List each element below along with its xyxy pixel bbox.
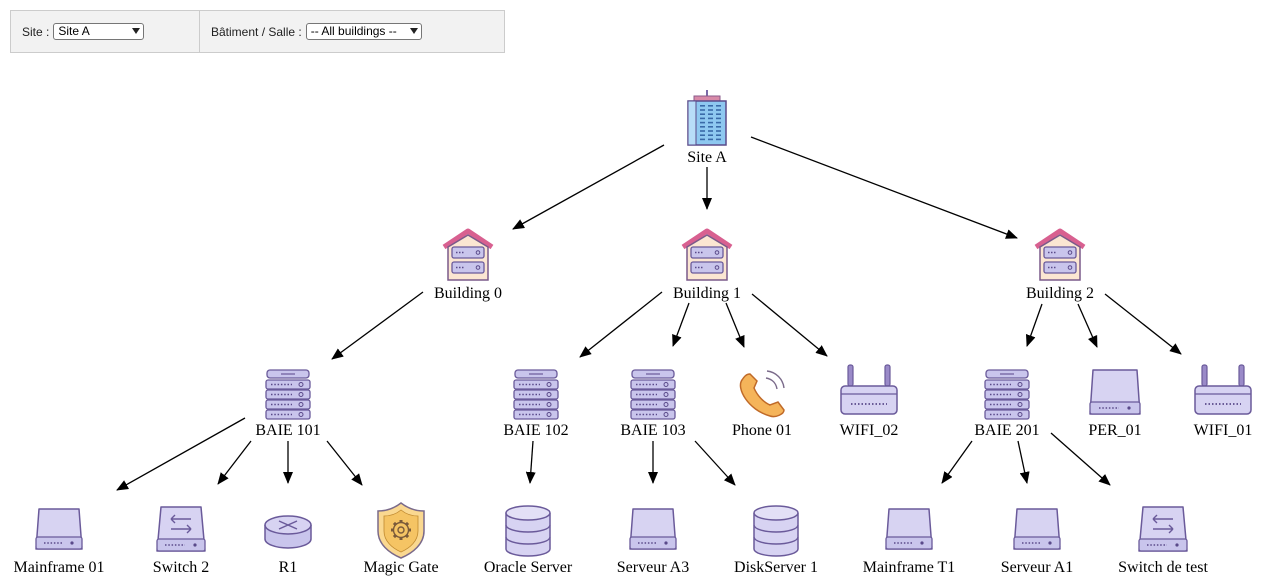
node-baie-101[interactable]: BAIE 101 [255,369,321,439]
node-switch-2[interactable]: Switch 2 [153,506,209,576]
building-filter: Bâtiment / Salle : -- All buildings -- [200,11,422,52]
node-label: Serveur A1 [1001,559,1073,576]
server-rack-icon [513,369,559,420]
node-label: BAIE 103 [620,422,685,439]
edge-building-2-to-per-01 [1077,303,1098,348]
mainframe-icon [885,508,933,550]
node-building-0[interactable]: Building 0 [434,228,502,302]
filter-bar: Site : Site A Bâtiment / Salle : -- All … [10,10,505,53]
edge-baie-101-to-magic-gate [326,440,363,486]
site-filter: Site : Site A [11,11,200,52]
wifi-router-icon [840,364,898,415]
site-select[interactable]: Site A [53,23,145,40]
server-rack-icon [984,369,1030,420]
edge-building-0-to-baie-101 [331,291,424,360]
edge-baie-201-to-mainframe-t1 [941,440,973,484]
edge-baie-201-to-switch-de-test [1050,432,1111,486]
node-wifi-02[interactable]: WIFI_02 [840,364,899,439]
server-house-icon [681,228,733,281]
edge-building-1-to-baie-103 [672,302,690,347]
network-switch-icon [1138,506,1188,552]
node-serveur-a1[interactable]: Serveur A1 [1001,508,1073,576]
node-switch-de-test[interactable]: Switch de test [1118,506,1208,576]
building-select[interactable]: -- All buildings -- [305,23,422,40]
graph-nodes: Site A Building 0 Building 1 Building 2 BAIE… [13,90,1252,576]
mainframe-icon [1013,508,1061,550]
edge-site-a-to-building-0 [512,144,665,230]
mainframe-icon [35,508,83,550]
edge-building-2-to-baie-201 [1025,303,1043,347]
node-magic-gate[interactable]: Magic Gate [363,502,439,576]
database-icon [505,505,551,557]
edge-building-1-to-wifi-02 [751,293,828,357]
node-label: Building 1 [673,285,741,302]
office-building-icon [687,90,727,146]
node-label: Serveur A3 [617,559,689,576]
node-label: WIFI_01 [1194,422,1253,439]
node-mainframe-01[interactable]: Mainframe 01 [13,508,105,576]
node-label: Building 2 [1026,285,1094,302]
node-baie-102[interactable]: BAIE 102 [503,369,569,439]
node-oracle-server[interactable]: Oracle Server [484,505,573,576]
node-serveur-a3[interactable]: Serveur A3 [617,508,689,576]
node-label: Switch de test [1118,559,1208,576]
node-label: Oracle Server [484,559,573,576]
edge-baie-102-to-oracle-server [525,440,536,484]
node-label: Mainframe 01 [13,559,104,576]
node-label: WIFI_02 [840,422,899,439]
mainframe-icon [629,508,677,550]
node-label: Magic Gate [363,559,438,576]
server-house-icon [442,228,494,281]
phone-icon [739,370,785,418]
node-label: Switch 2 [153,559,209,576]
node-label: Mainframe T1 [863,559,956,576]
server-house-icon [1034,228,1086,281]
edge-building-1-to-baie-102 [579,291,663,358]
node-mainframe-t1[interactable]: Mainframe T1 [863,508,956,576]
node-label: Site A [687,149,727,166]
database-icon [753,505,799,557]
node-baie-201[interactable]: BAIE 201 [974,369,1040,439]
server-rack-icon [265,369,311,420]
node-wifi-01[interactable]: WIFI_01 [1194,364,1253,439]
node-building-1[interactable]: Building 1 [673,228,741,302]
node-label: Building 0 [434,285,502,302]
server-rack-icon [630,369,676,420]
edge-baie-103-to-diskserver-1 [694,440,736,486]
edge-baie-201-to-serveur-a1 [1017,440,1030,484]
node-label: BAIE 101 [255,422,320,439]
edge-site-a-to-building-2 [750,136,1018,239]
building-select-value: -- All buildings -- [310,24,397,38]
node-per-01[interactable]: PER_01 [1088,369,1142,439]
building-filter-label: Bâtiment / Salle : [211,24,302,39]
site-select-value: Site A [58,24,90,38]
network-switch-icon [156,506,206,552]
node-label: PER_01 [1088,422,1141,439]
node-label: BAIE 201 [974,422,1039,439]
chevron-down-icon [132,28,141,34]
graph-edges [116,136,1182,491]
node-label: BAIE 102 [503,422,568,439]
router-icon [264,515,312,549]
chevron-down-icon [409,28,418,34]
node-diskserver-1[interactable]: DiskServer 1 [734,505,818,576]
node-phone-01[interactable]: Phone 01 [732,370,792,439]
node-site-a[interactable]: Site A [687,90,727,166]
edge-building-2-to-wifi-01 [1104,293,1182,355]
node-r1[interactable]: R1 [264,515,312,576]
node-baie-103[interactable]: BAIE 103 [620,369,686,439]
edge-building-1-to-phone-01 [725,302,745,348]
wifi-router-icon [1194,364,1252,415]
node-label: DiskServer 1 [734,559,818,576]
node-building-2[interactable]: Building 2 [1026,228,1094,302]
node-label: R1 [279,559,298,576]
site-filter-label: Site : [22,24,50,39]
edge-baie-101-to-switch-2 [217,440,252,485]
edge-baie-101-to-mainframe-01 [116,417,246,491]
peripheral-icon [1089,369,1141,415]
security-gateway-icon [377,502,425,559]
node-label: Phone 01 [732,422,792,439]
